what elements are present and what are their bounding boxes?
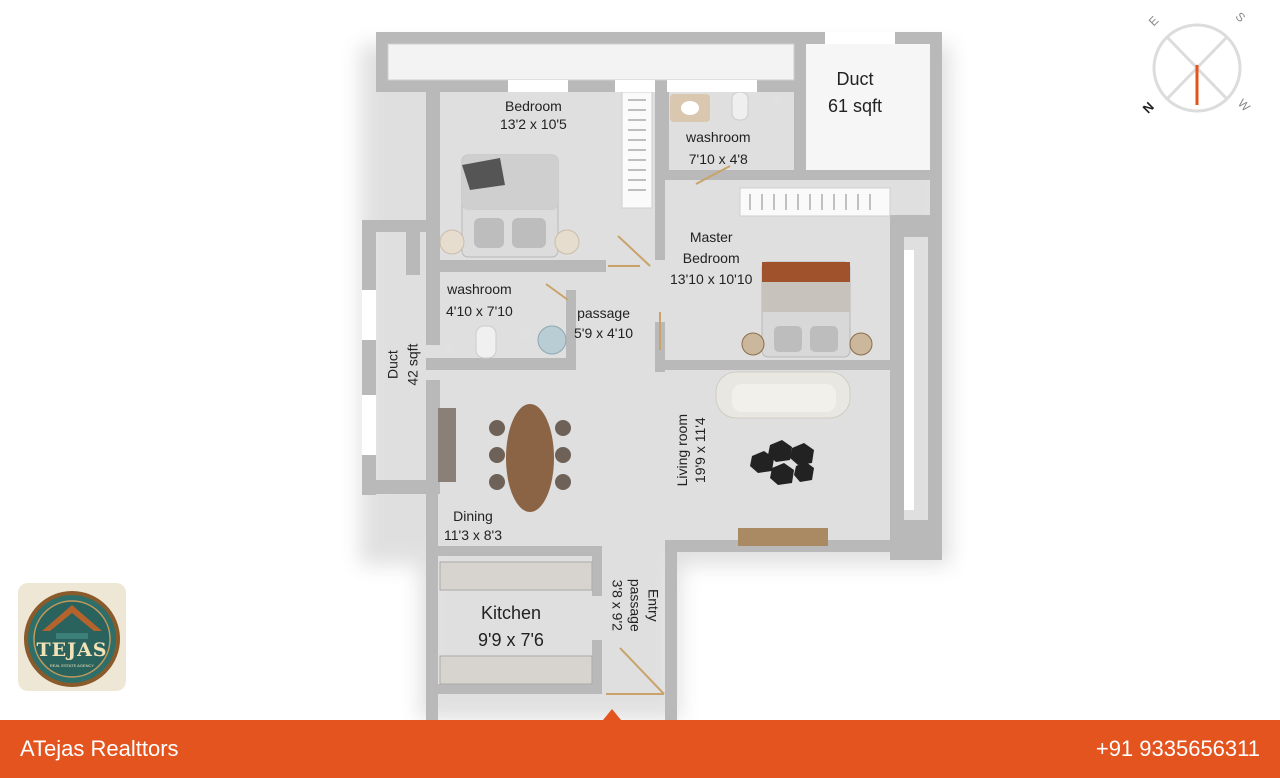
sink-left: [537, 325, 567, 355]
windows: [362, 32, 914, 510]
room-name: Master: [689, 229, 733, 245]
room-name: washroom: [447, 281, 512, 297]
phone-number[interactable]: +91 9335656311: [1095, 736, 1260, 761]
dining-table: [438, 404, 571, 512]
room-name-2: passage: [627, 578, 644, 632]
door-swings: [545, 165, 731, 695]
wardrobe-lines: [628, 99, 646, 191]
brand-name: ATejas Realttors: [20, 736, 179, 761]
coffee-stools: [750, 440, 814, 485]
logo-emblem: [24, 591, 120, 687]
label-washroom-top: washroom 7'10 x 4'8: [686, 129, 751, 168]
top-corridor: [387, 43, 795, 81]
room-size: 7'10 x 4'8: [688, 150, 748, 167]
logo-text: TEJAS: [36, 639, 108, 661]
footer-bar: ATejas Realttors +91 9335656311: [0, 720, 1280, 778]
label-kitchen: Kitchen 9'9 x 7'6: [478, 600, 544, 654]
room-size: 9'9 x 7'6: [478, 630, 544, 650]
room-size: 4'10 x 7'10: [446, 302, 513, 319]
label-bedroom: Bedroom 13'2 x 10'5: [500, 98, 567, 133]
room-name: Kitchen: [480, 603, 541, 623]
room-size: 5'9 x 4'10: [574, 325, 634, 342]
room-name-2: Bedroom: [682, 250, 740, 266]
bed-master: [741, 261, 873, 358]
entry-marker: [603, 709, 621, 720]
sofa: [715, 371, 851, 419]
room-size: 3'8 x 9'2: [608, 579, 625, 631]
room-size: 61 sqft: [828, 95, 883, 116]
room-size: 13'2 x 10'5: [500, 115, 567, 132]
toilet-top: [731, 91, 749, 121]
label-duct-left: Duct 42 sqft: [383, 330, 422, 400]
kitchen-counter-top: [439, 561, 593, 591]
bed-bedroom: [439, 154, 580, 258]
room-name: Duct: [836, 69, 874, 89]
room-size: 11'3 x 8'3: [444, 526, 503, 543]
duct-top-area: [806, 44, 930, 170]
kitchen-counter-bottom: [439, 655, 593, 685]
tejas-logo: TEJAS REAL ESTATE AGENCY: [18, 583, 126, 691]
compass: E S N W: [1140, 9, 1260, 120]
room-size: 42 sqft: [404, 343, 420, 386]
room-name: Entry: [645, 588, 662, 622]
room-size: 13'10 x 10'10: [670, 271, 753, 287]
room-name: passage: [577, 305, 630, 321]
logo-subtext: REAL ESTATE AGENCY: [49, 663, 95, 668]
label-living-room: Living room 19'9 x 11'4: [673, 405, 709, 495]
floor-plan: [360, 32, 950, 720]
label-entry-passage: Entry passage 3'8 x 9'2: [608, 560, 663, 650]
room-size: 19'9 x 11'4: [692, 417, 708, 484]
room-name: washroom: [686, 129, 751, 145]
label-washroom-left: washroom 4'10 x 7'10: [446, 279, 513, 322]
label-master-bedroom: Master Bedroom 13'10 x 10'10: [670, 227, 752, 290]
label-dining: Dining 11'3 x 8'3: [444, 507, 502, 545]
label-passage: passage 5'9 x 4'10: [574, 303, 633, 344]
room-name: Duct: [384, 350, 401, 379]
room-name: Dining: [453, 508, 493, 524]
room-name: Bedroom: [505, 98, 562, 114]
tv-unit: [738, 528, 828, 546]
toilet-left: [475, 325, 497, 359]
wardrobe-master: [739, 187, 891, 217]
label-duct-top: Duct 61 sqft: [828, 68, 882, 117]
room-name: Living room: [673, 414, 690, 487]
